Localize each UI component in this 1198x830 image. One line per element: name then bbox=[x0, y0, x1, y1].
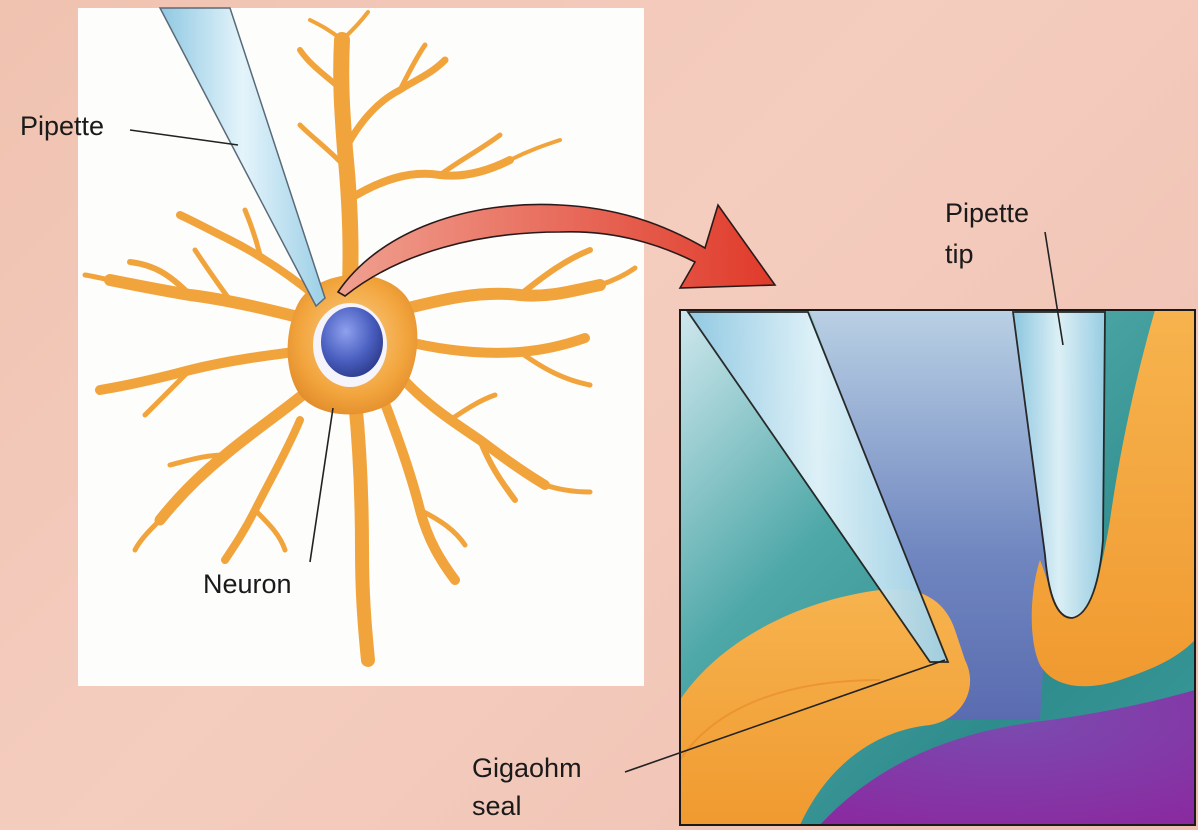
cytoplasm bbox=[820, 690, 1195, 825]
pipette-leader-line bbox=[129, 129, 239, 146]
neuron-leader-line bbox=[309, 407, 334, 563]
zoom-arrow bbox=[336, 203, 777, 297]
pipette-tip-leader-line bbox=[1044, 231, 1064, 346]
pipette-tip-label-line1: Pipette bbox=[945, 198, 1030, 228]
membrane-right bbox=[1031, 310, 1195, 687]
gigaohm-seal-label-line1: Gigaohm bbox=[472, 753, 582, 783]
pipette-left bbox=[158, 7, 326, 308]
pipette-inset-left bbox=[686, 311, 950, 663]
gigaohm-seal-label-line2: seal bbox=[472, 791, 522, 821]
pipette-inset-right bbox=[1011, 311, 1106, 619]
neuron-dendrites bbox=[82, 10, 638, 667]
neuron-nucleus bbox=[321, 307, 383, 377]
neuron-label: Neuron bbox=[203, 569, 292, 599]
pipette-tip-label-line2: tip bbox=[945, 239, 974, 269]
inset-panel bbox=[679, 309, 1196, 826]
gigaohm-leader-line bbox=[624, 659, 946, 773]
pipette-label: Pipette bbox=[20, 111, 105, 141]
membrane-left bbox=[680, 589, 971, 825]
